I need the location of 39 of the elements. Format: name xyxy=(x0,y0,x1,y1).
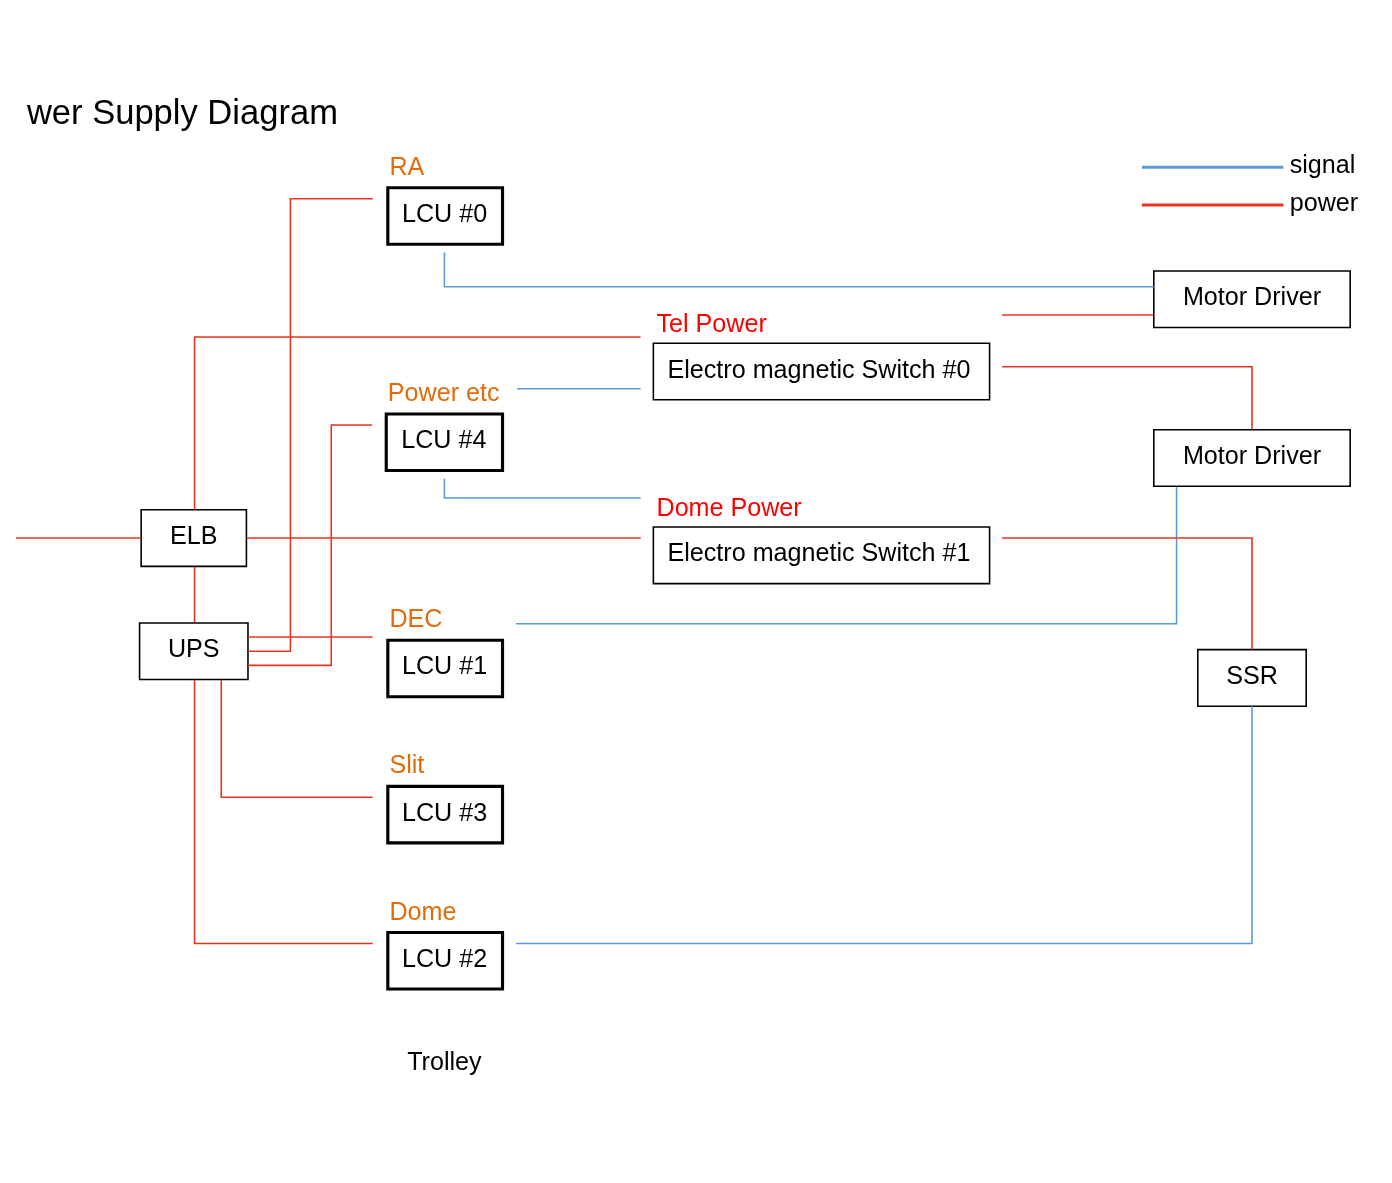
node-box: Motor Driver xyxy=(1153,428,1351,487)
connector xyxy=(193,336,642,511)
node-label: Dome xyxy=(389,896,457,925)
node-box: Electro magnetic Switch #1 xyxy=(652,526,991,585)
connector xyxy=(1001,537,1253,651)
node-box: SSR xyxy=(1197,648,1307,707)
connector xyxy=(245,537,642,539)
label: Trolley xyxy=(407,1047,482,1076)
node-box: LCU #0 xyxy=(386,186,505,246)
legend-label: signal xyxy=(1289,150,1356,179)
node-label: Tel Power xyxy=(656,308,767,337)
node-label: Dome Power xyxy=(656,492,802,521)
connector xyxy=(443,251,1155,288)
connector xyxy=(247,197,374,652)
connector xyxy=(15,537,142,539)
node-box: ELB xyxy=(140,509,248,568)
node-label: RA xyxy=(389,151,425,180)
connector xyxy=(515,705,1253,945)
node-label: Slit xyxy=(389,750,425,779)
node-box: Electro magnetic Switch #0 xyxy=(652,342,991,401)
connector xyxy=(220,679,374,799)
connector xyxy=(515,486,1178,625)
legend-label: power xyxy=(1289,187,1359,216)
connector xyxy=(193,565,196,624)
node-box: Motor Driver xyxy=(1153,270,1351,329)
connector xyxy=(516,388,642,390)
connector xyxy=(247,636,374,638)
diagram-title: wer Supply Diagram xyxy=(26,93,338,132)
connector xyxy=(1001,314,1155,316)
node-label: DEC xyxy=(389,604,443,633)
node-box: UPS xyxy=(138,622,249,681)
connector xyxy=(247,424,373,667)
node-box: LCU #4 xyxy=(384,412,505,473)
connector xyxy=(1001,366,1253,431)
node-box: LCU #2 xyxy=(386,930,505,991)
connector xyxy=(193,678,374,945)
node-box: LCU #3 xyxy=(386,784,505,845)
node-label: Power etc xyxy=(387,378,500,407)
node-box: LCU #1 xyxy=(386,638,505,699)
